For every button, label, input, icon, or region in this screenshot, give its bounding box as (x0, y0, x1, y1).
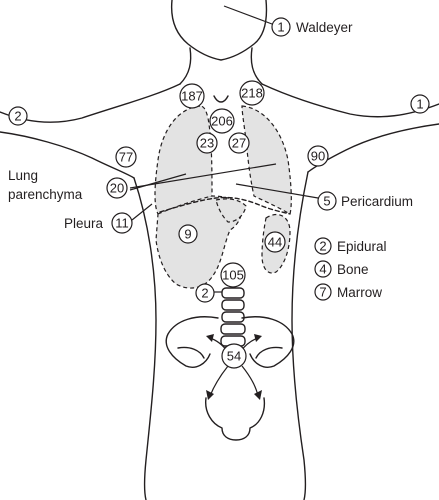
marker-pelvis: 54 (221, 343, 247, 369)
neck-right-outline (179, 47, 192, 85)
svg-text:27: 27 (232, 136, 246, 151)
svg-text:23: 23 (200, 136, 214, 151)
torso-right-side (133, 177, 157, 500)
marker-liver: 9 (178, 224, 198, 244)
marker-neck-right: 187 (179, 83, 205, 109)
svg-text:2: 2 (201, 286, 208, 301)
torso-left-side (291, 171, 309, 500)
legend-item-epidural: 2 Epidural (314, 237, 387, 255)
lung-leader-1 (129, 173, 187, 191)
svg-text:218: 218 (241, 86, 263, 101)
pelvis-left-inner (255, 346, 283, 359)
svg-text:20: 20 (110, 181, 124, 196)
marker-waldeyer: 1 (271, 17, 291, 37)
legend-item-marrow: 7 Marrow (314, 283, 382, 301)
vertebra (221, 299, 245, 311)
label-waldeyer: Waldeyer (296, 20, 353, 35)
pelvis-right-inner (177, 346, 205, 359)
diaphragm-line (159, 196, 291, 215)
arrowhead (206, 390, 214, 400)
arrowhead (254, 390, 262, 400)
marker-paraaortic: 105 (220, 262, 246, 288)
svg-text:90: 90 (311, 149, 325, 164)
left-arm-lower (307, 123, 439, 173)
svg-text:Bone: Bone (337, 262, 369, 277)
svg-text:187: 187 (181, 89, 203, 104)
left-lung (241, 105, 292, 215)
svg-text:2: 2 (319, 239, 326, 254)
svg-text:2: 2 (14, 109, 21, 124)
sternal-notch (213, 95, 229, 103)
svg-text:5: 5 (323, 194, 330, 209)
organs (154, 105, 292, 289)
right-arm-lower (0, 131, 135, 179)
pleura-leader (131, 203, 153, 221)
arrow-down-right (209, 365, 229, 397)
svg-text:1: 1 (416, 97, 423, 112)
heart-region (215, 198, 247, 223)
label-lung-line1: Lung (8, 168, 38, 183)
svg-text:4: 4 (319, 262, 326, 277)
arrowhead (254, 334, 262, 342)
svg-text:1: 1 (277, 20, 284, 35)
marker-left-arm: 1 (410, 94, 430, 114)
vertebra (221, 287, 245, 299)
site-markers: 1 2 1 187 218 206 23 27 (8, 17, 430, 369)
spine (220, 287, 246, 347)
svg-text:54: 54 (227, 349, 241, 364)
vertebra (221, 311, 245, 323)
svg-text:77: 77 (119, 150, 133, 165)
svg-text:206: 206 (211, 114, 233, 129)
marker-right-arm: 2 (8, 106, 28, 126)
pelvis-right-ala (165, 316, 219, 368)
arrowhead (206, 334, 214, 342)
marker-lung: 20 (106, 177, 128, 199)
arrow-down-left (241, 365, 259, 397)
label-pericardium: Pericardium (341, 194, 413, 209)
lung-leader-2 (129, 163, 277, 189)
svg-text:Epidural: Epidural (337, 239, 387, 254)
marker-axilla-left: 90 (307, 145, 329, 167)
legend-item-bone: 4 Bone (314, 260, 369, 278)
thigh-shape (205, 397, 266, 441)
marker-hilum-left: 27 (228, 132, 250, 154)
svg-text:9: 9 (184, 227, 191, 242)
svg-text:105: 105 (222, 268, 244, 283)
svg-text:44: 44 (268, 235, 282, 250)
marker-pericardium: 5 (317, 191, 337, 211)
marker-neck-left: 218 (239, 80, 265, 106)
marker-hilum-right: 23 (196, 132, 218, 154)
marker-mediastinum: 206 (209, 108, 235, 134)
label-lung-line2: parenchyma (8, 187, 83, 202)
neck-left-outline (250, 47, 263, 85)
svg-text:Marrow: Marrow (337, 285, 382, 300)
right-lung (154, 105, 213, 215)
marker-spleen: 44 (264, 231, 286, 253)
liver (155, 195, 243, 289)
waldeyer-leader (223, 5, 273, 25)
head-outline (170, 0, 268, 61)
marker-pleura: 11 (111, 212, 133, 234)
text-labels: Waldeyer Lung parenchyma Pericardium Ple… (8, 20, 413, 231)
svg-text:11: 11 (115, 216, 129, 231)
leader-lines (129, 5, 319, 293)
marker-epidural-spine: 2 (195, 283, 215, 303)
pelvis-left-ala (241, 316, 295, 368)
label-pleura: Pleura (64, 216, 104, 231)
left-arm-upper (261, 83, 439, 118)
svg-text:7: 7 (319, 285, 326, 300)
pericardium-leader (235, 183, 319, 199)
vertebra (220, 323, 246, 335)
marker-axilla-right: 77 (115, 146, 137, 168)
legend: 2 Epidural 4 Bone 7 Marrow (314, 237, 387, 301)
